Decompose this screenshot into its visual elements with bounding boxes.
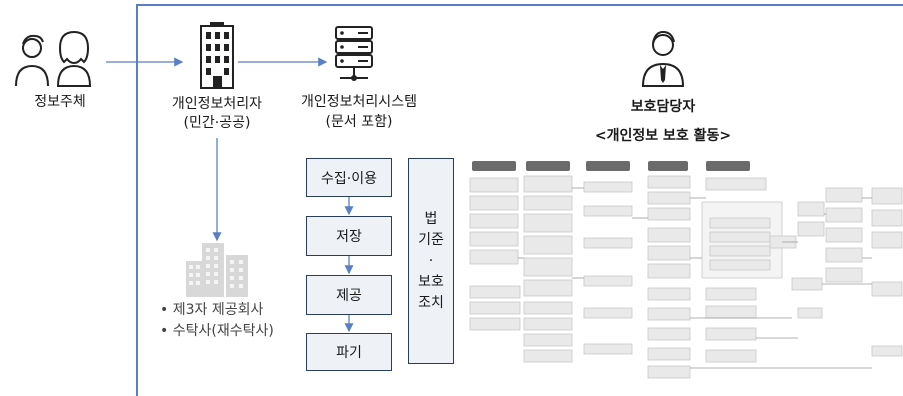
step-store: 저장 [306, 216, 392, 256]
detail-header [586, 161, 630, 171]
detail-column-headers [472, 161, 750, 171]
step-store-label: 저장 [336, 229, 362, 245]
processor-sub-label: (민간·공공) [183, 115, 251, 131]
system-label: 개인정보처리시스템 [301, 94, 417, 110]
law-line-4: 보호 [418, 273, 444, 290]
step-collect: 수집·이용 [306, 158, 392, 197]
officer-label: 보호담당자 [630, 99, 696, 115]
law-protection-box: 법 기준 · 보호 조치 [408, 158, 454, 364]
third-party-list: 제3자 제공회사 수탁사(재수탁사) [160, 300, 274, 342]
third-party-item: 제3자 제공회사 [160, 300, 274, 321]
step-collect-label: 수집·이용 [321, 170, 377, 187]
step-provide: 제공 [306, 275, 392, 315]
processor-label: 개인정보처리자 [171, 96, 263, 112]
officer-icon [641, 30, 685, 87]
step-provide-label: 제공 [336, 288, 362, 304]
detail-header [706, 161, 750, 171]
law-line-3: · [428, 252, 434, 269]
officer-activity-label: <개인정보 보호 활동> [594, 128, 732, 144]
step-destroy-label: 파기 [336, 345, 362, 361]
content-frame [136, 4, 903, 396]
detail-header [648, 161, 688, 171]
detail-header [472, 161, 516, 171]
data-subject-icon [15, 30, 92, 87]
protection-activity-detail-diagram [469, 161, 903, 379]
system-sub-label: (문서 포함) [325, 114, 393, 130]
detail-header [526, 161, 570, 171]
detail-cells [469, 175, 903, 379]
step-destroy: 파기 [306, 333, 392, 371]
building-icon [200, 22, 234, 89]
data-subject-label: 정보주체 [34, 94, 86, 110]
third-party-buildings-icon [186, 243, 248, 297]
detail-connectors [518, 187, 872, 369]
law-line-2: 기준 [418, 231, 444, 248]
law-line-5: 조치 [418, 294, 444, 311]
server-icon [335, 26, 373, 81]
third-party-item: 수탁사(재수탁사) [160, 321, 274, 342]
law-line-1: 법 [424, 210, 438, 227]
